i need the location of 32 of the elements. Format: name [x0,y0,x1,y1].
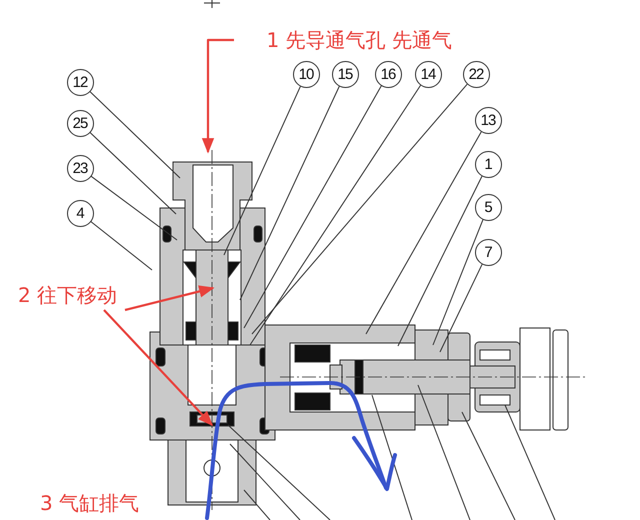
leader-line [252,84,468,334]
leader-line [224,86,301,256]
callout-number: 12 [66,68,94,96]
leader-line [90,220,152,270]
callout-number: 1 [474,150,502,178]
arrow [124,285,214,312]
annotation-text: 2 往下移动 [18,280,140,310]
leader-line [240,86,340,300]
leader-line [440,264,483,352]
annotation-text: 1 先导通气孔 先通气 [234,26,452,54]
leader-line [432,219,484,346]
callout-number: 16 [374,60,402,88]
annotation-text: 3 气缸排气 [40,490,140,517]
callout-number: 15 [332,60,358,88]
leader-line [366,131,482,334]
leader-line [398,176,483,346]
callout-number: 23 [66,154,94,182]
callout-number: 25 [66,110,94,136]
arrow [202,38,234,154]
callout-number: 4 [66,200,94,226]
callout-number: 14 [414,60,442,88]
leader-line [250,84,422,346]
callout-number: 13 [474,106,502,134]
leader-line [89,132,176,214]
leader-line [90,176,178,240]
leader-line [244,85,382,328]
callout-number: 22 [462,60,490,88]
arrow [103,309,214,426]
callout-number: 5 [474,194,502,220]
callout-number: 10 [292,60,320,88]
callout-number: 7 [474,238,502,266]
leader-line [89,90,180,178]
